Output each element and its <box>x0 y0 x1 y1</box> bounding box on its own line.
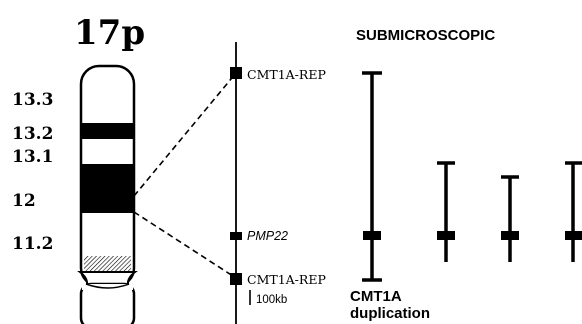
physical-map: CMT1A-REP PMP22 CMT1A-REP 100kb <box>230 42 326 324</box>
scale-bar-label: 100kb <box>256 294 287 306</box>
marker-pmp22 <box>230 232 242 240</box>
band-labels: 13.3 13.2 13.1 12 11.2 <box>12 90 53 254</box>
band-label-11-2: 11.2 <box>12 234 53 254</box>
band-12 <box>82 164 133 213</box>
cmt1a-label-line2: duplication <box>350 305 430 322</box>
duplication-bar-3 <box>501 175 519 262</box>
duplication-bar-4 <box>565 161 582 262</box>
duplication-bar-1 <box>362 71 382 282</box>
chromosome-ideogram <box>77 64 138 324</box>
zoom-line-lower <box>133 211 237 279</box>
marker-cmt1a-rep-upper <box>230 67 242 79</box>
zoom-line-upper <box>133 72 237 197</box>
duplication-bar-2 <box>437 161 455 262</box>
centromere-hatch <box>84 256 131 274</box>
band-label-13-1: 13.1 <box>12 147 53 167</box>
band-label-13-2: 13.2 <box>12 124 53 144</box>
submicroscopic-heading: SUBMICROSCOPIC <box>356 27 495 44</box>
band-label-13-3: 13.3 <box>12 90 53 110</box>
cmt1a-label-line1: CMT1A <box>350 288 402 305</box>
label-cmt1a-rep-lower: CMT1A-REP <box>247 272 326 287</box>
chromosome-title: 17p <box>74 13 145 53</box>
band-13-2 <box>82 123 133 139</box>
label-pmp22: PMP22 <box>247 229 288 243</box>
label-cmt1a-rep-upper: CMT1A-REP <box>247 67 326 82</box>
marker-cmt1a-rep-lower <box>230 273 242 285</box>
band-label-12: 12 <box>12 191 36 211</box>
